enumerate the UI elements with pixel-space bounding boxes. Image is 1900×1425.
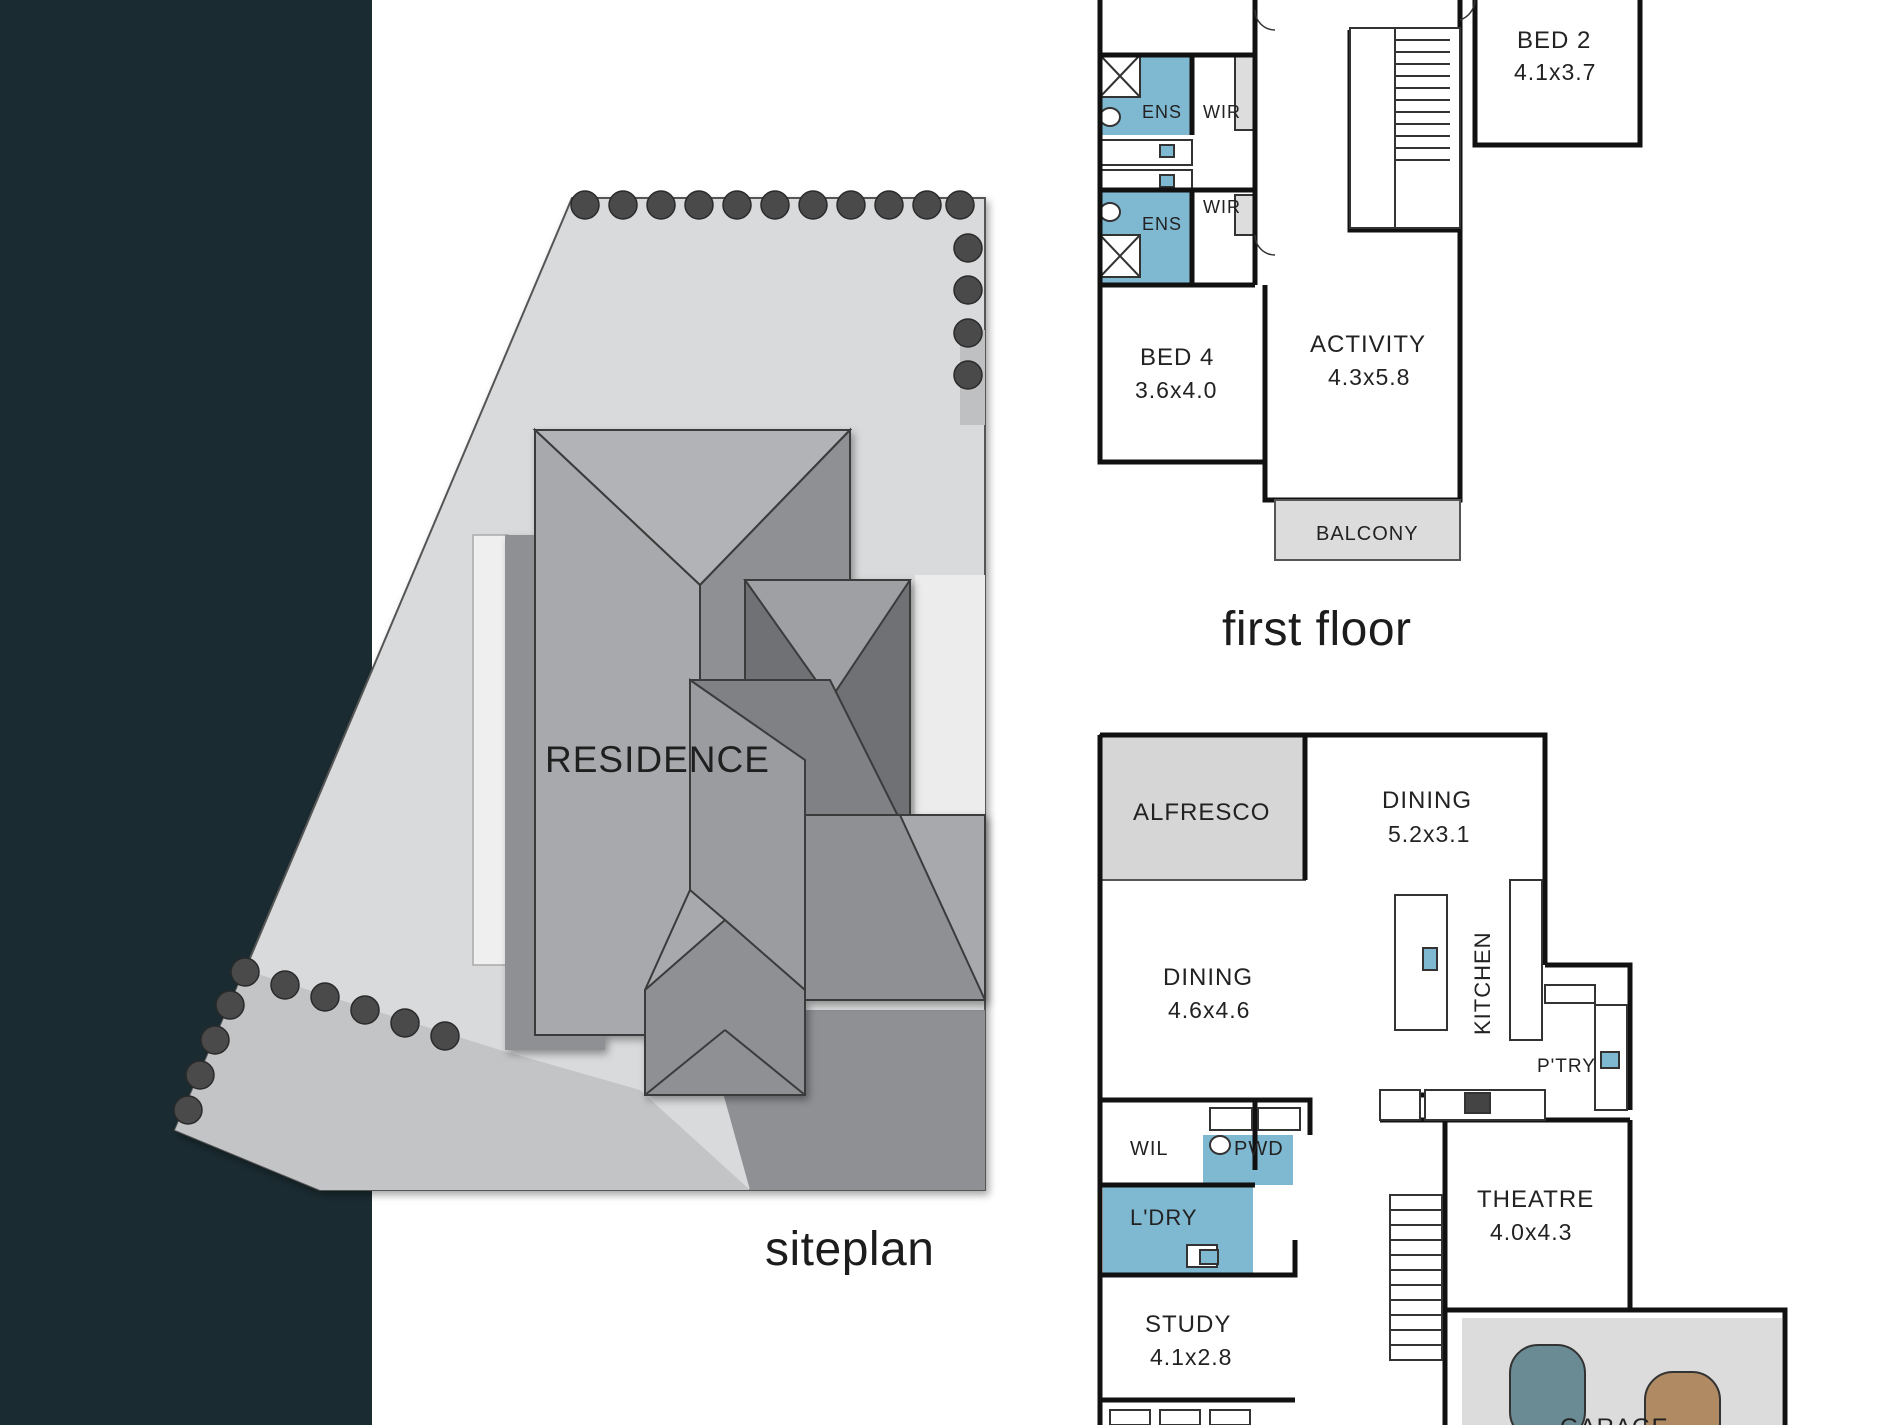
hedge-west — [173, 957, 460, 1125]
residence-label: RESIDENCE — [545, 739, 770, 780]
theatre-stairs — [1389, 1194, 1443, 1361]
ground-floor-plan — [1097, 732, 1788, 1425]
front-yard — [175, 970, 750, 1190]
bed2-name: BED 2 — [1517, 27, 1591, 54]
wir1-name: WIR — [1203, 102, 1241, 122]
hedge-top — [570, 190, 983, 390]
side-deck — [472, 534, 509, 966]
alfresco-name: ALFRESCO — [1133, 799, 1270, 826]
pantry-name: P'TRY — [1537, 1056, 1596, 1077]
dining-top-dim: 5.2x3.1 — [1388, 821, 1470, 847]
ens1-name: ENS — [1142, 102, 1182, 122]
theatre-dim: 4.0x4.3 — [1490, 1219, 1572, 1245]
siteplan-caption: siteplan — [765, 1223, 934, 1276]
alfresco-area — [1099, 734, 1306, 881]
study-name: STUDY — [1145, 1311, 1231, 1338]
siteplan: RESIDENCE — [173, 190, 986, 1191]
pwd-fixtures — [1109, 1107, 1301, 1425]
study-dim: 4.1x2.8 — [1150, 1344, 1232, 1370]
ens2-name: ENS — [1142, 214, 1182, 234]
balcony-area — [1274, 499, 1461, 561]
wir2-name: WIR — [1203, 197, 1241, 217]
door-swings — [1254, 0, 1476, 256]
activity-dim: 4.3x5.8 — [1328, 364, 1410, 390]
dark-sidebar-panel — [0, 0, 372, 1425]
dining-top-name: DINING — [1382, 787, 1472, 814]
dining-name: DINING — [1163, 964, 1253, 991]
side-path — [915, 575, 985, 815]
bed4-dim: 3.6x4.0 — [1135, 377, 1217, 403]
balcony-name: BALCONY — [1316, 523, 1419, 545]
theatre-name: THEATRE — [1477, 1186, 1594, 1213]
first-floor-caption: first floor — [1222, 603, 1412, 656]
laundry-wet-area — [1103, 1135, 1293, 1275]
activity-name: ACTIVITY — [1310, 331, 1426, 358]
bed2-dim: 4.1x3.7 — [1514, 59, 1596, 85]
first-floor-plan — [1097, 0, 1643, 561]
cars — [1509, 1344, 1721, 1425]
kitchen-fixtures — [1379, 879, 1628, 1121]
residence-roof — [505, 427, 986, 1096]
dining-dim: 4.6x4.6 — [1168, 997, 1250, 1023]
staircase — [1349, 27, 1461, 229]
wil-name: WIL — [1130, 1138, 1169, 1160]
ground-floor-labels: ALFRESCO DINING 5.2x3.1 DINING 4.6x4.6 K… — [1130, 787, 1669, 1425]
pwd-name: PWD — [1234, 1138, 1284, 1160]
first-floor-labels: BED 2 4.1x3.7 ENS WIR ENS WIR BED 4 3.6x… — [1135, 27, 1596, 545]
bed4-name: BED 4 — [1140, 344, 1214, 371]
kitchen-name: KITCHEN — [1470, 931, 1495, 1035]
laundry-name: L'DRY — [1130, 1205, 1198, 1230]
garage-name: GARAGE — [1560, 1414, 1669, 1425]
